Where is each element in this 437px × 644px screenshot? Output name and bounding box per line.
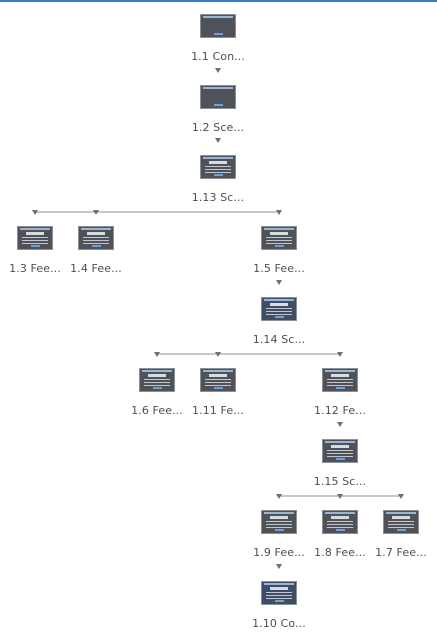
slide-thumbnail[interactable] [78, 226, 114, 250]
slide-thumbnail[interactable] [322, 368, 358, 392]
arrow-down-icon [93, 210, 99, 215]
tree-node-label: 1.6 Fee... [131, 404, 183, 417]
slide-thumbnail[interactable] [17, 226, 53, 250]
tree-node-1-11[interactable]: 1.11 Fe... [188, 368, 248, 417]
slide-thumbnail[interactable] [261, 581, 297, 605]
tree-node-label: 1.1 Con... [191, 50, 245, 63]
arrow-down-icon [276, 280, 282, 285]
arrow-down-icon [215, 68, 221, 73]
top-accent-bar [0, 0, 437, 2]
arrow-down-icon [337, 422, 343, 427]
slide-thumbnail[interactable] [322, 510, 358, 534]
arrow-down-icon [215, 352, 221, 357]
tree-node-1-4[interactable]: 1.4 Fee... [66, 226, 126, 275]
tree-node-label: 1.12 Fe... [314, 404, 366, 417]
tree-node-1-7[interactable]: 1.7 Fee... [371, 510, 431, 559]
slide-thumbnail[interactable] [200, 85, 236, 109]
tree-node-label: 1.11 Fe... [192, 404, 244, 417]
slide-thumbnail[interactable] [200, 155, 236, 179]
arrow-down-icon [398, 494, 404, 499]
tree-node-1-15[interactable]: 1.15 Sc... [310, 439, 370, 488]
tree-node-1-10[interactable]: 1.10 Co... [249, 581, 309, 630]
arrow-down-icon [276, 210, 282, 215]
arrow-down-icon [215, 138, 221, 143]
tree-node-1-14[interactable]: 1.14 Sc... [249, 297, 309, 346]
tree-node-1-13[interactable]: 1.13 Sc... [188, 155, 248, 204]
tree-node-label: 1.15 Sc... [313, 475, 367, 488]
tree-node-label: 1.2 Sce... [191, 121, 245, 134]
arrow-down-icon [276, 494, 282, 499]
tree-node-label: 1.8 Fee... [314, 546, 366, 559]
arrow-down-icon [32, 210, 38, 215]
tree-node-label: 1.3 Fee... [9, 262, 61, 275]
tree-node-label: 1.9 Fee... [253, 546, 305, 559]
tree-node-1-6[interactable]: 1.6 Fee... [127, 368, 187, 417]
tree-node-label: 1.5 Fee... [253, 262, 305, 275]
tree-node-1-2[interactable]: 1.2 Sce... [188, 85, 248, 134]
tree-node-label: 1.10 Co... [252, 617, 306, 630]
arrow-down-icon [154, 352, 160, 357]
tree-node-label: 1.13 Sc... [191, 191, 245, 204]
arrow-down-icon [276, 564, 282, 569]
tree-node-label: 1.4 Fee... [70, 262, 122, 275]
slide-thumbnail[interactable] [261, 226, 297, 250]
slide-thumbnail[interactable] [200, 368, 236, 392]
arrow-down-icon [337, 494, 343, 499]
tree-node-1-12[interactable]: 1.12 Fe... [310, 368, 370, 417]
slide-thumbnail[interactable] [261, 297, 297, 321]
slide-thumbnail[interactable] [322, 439, 358, 463]
tree-node-1-5[interactable]: 1.5 Fee... [249, 226, 309, 275]
arrow-down-icon [337, 352, 343, 357]
tree-node-1-1[interactable]: 1.1 Con... [188, 14, 248, 63]
slide-thumbnail[interactable] [139, 368, 175, 392]
slide-thumbnail[interactable] [200, 14, 236, 38]
tree-node-1-3[interactable]: 1.3 Fee... [5, 226, 65, 275]
tree-node-1-8[interactable]: 1.8 Fee... [310, 510, 370, 559]
tree-node-1-9[interactable]: 1.9 Fee... [249, 510, 309, 559]
tree-node-label: 1.14 Sc... [252, 333, 306, 346]
slide-thumbnail[interactable] [261, 510, 297, 534]
slide-thumbnail[interactable] [383, 510, 419, 534]
tree-node-label: 1.7 Fee... [375, 546, 427, 559]
